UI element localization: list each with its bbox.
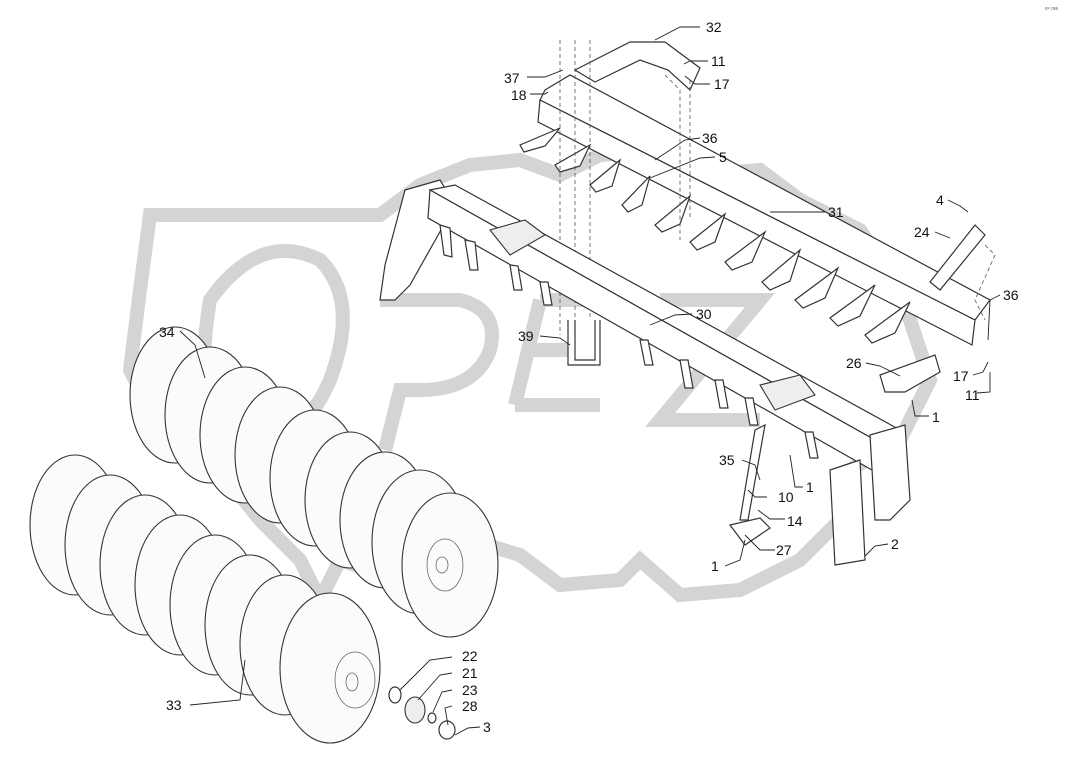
part-label-2: 2 [891,536,899,552]
rear-tine-frame [519,41,991,393]
disc-row-front [29,454,381,744]
part-label-21: 21 [462,665,478,681]
part-label-33: 33 [166,697,182,713]
part-label-4: 4 [936,192,944,208]
disc-gang [29,326,499,744]
washer-22 [388,686,402,704]
part-label-11-right: 11 [965,387,980,403]
part-labels: 32 11 37 17 18 36 5 31 4 24 36 34 30 39 … [159,19,1019,735]
part-label-11-top: 11 [711,53,726,69]
part-label-26: 26 [846,355,862,371]
part-label-1-mid: 1 [806,479,814,495]
part-label-30: 30 [696,306,712,322]
part-label-17-right: 17 [953,368,969,384]
leader-lines [179,26,1001,736]
part-label-37: 37 [504,70,520,86]
part-label-14: 14 [787,513,803,529]
part-label-31: 31 [828,204,844,220]
part-label-3: 3 [483,719,491,735]
main-frame [379,179,911,566]
part-label-36-right: 36 [1003,287,1019,303]
main-frame-hangers [439,224,819,459]
part-label-22: 22 [462,648,478,664]
part-label-27: 27 [776,542,792,558]
cap-28 [438,720,456,740]
corner-mark: ʀᵉ ɪɴɴ [1045,6,1058,12]
disc-row-back [129,326,499,638]
part-label-5: 5 [719,149,727,165]
part-label-1-right: 1 [932,409,940,425]
part-label-39: 39 [518,328,534,344]
part-label-18: 18 [511,87,527,103]
ring-23 [427,712,437,724]
rear-tines [519,127,911,344]
part-label-10: 10 [778,489,794,505]
part-label-17-top: 17 [714,76,730,92]
bearing-21 [404,696,426,724]
part-label-24: 24 [914,224,930,240]
part-label-32: 32 [706,19,722,35]
part-label-34: 34 [159,324,175,340]
part-label-35: 35 [719,452,735,468]
part-label-1-low: 1 [711,558,719,574]
part-label-23: 23 [462,682,478,698]
part-label-28: 28 [462,698,478,714]
part-label-36-top: 36 [702,130,718,146]
